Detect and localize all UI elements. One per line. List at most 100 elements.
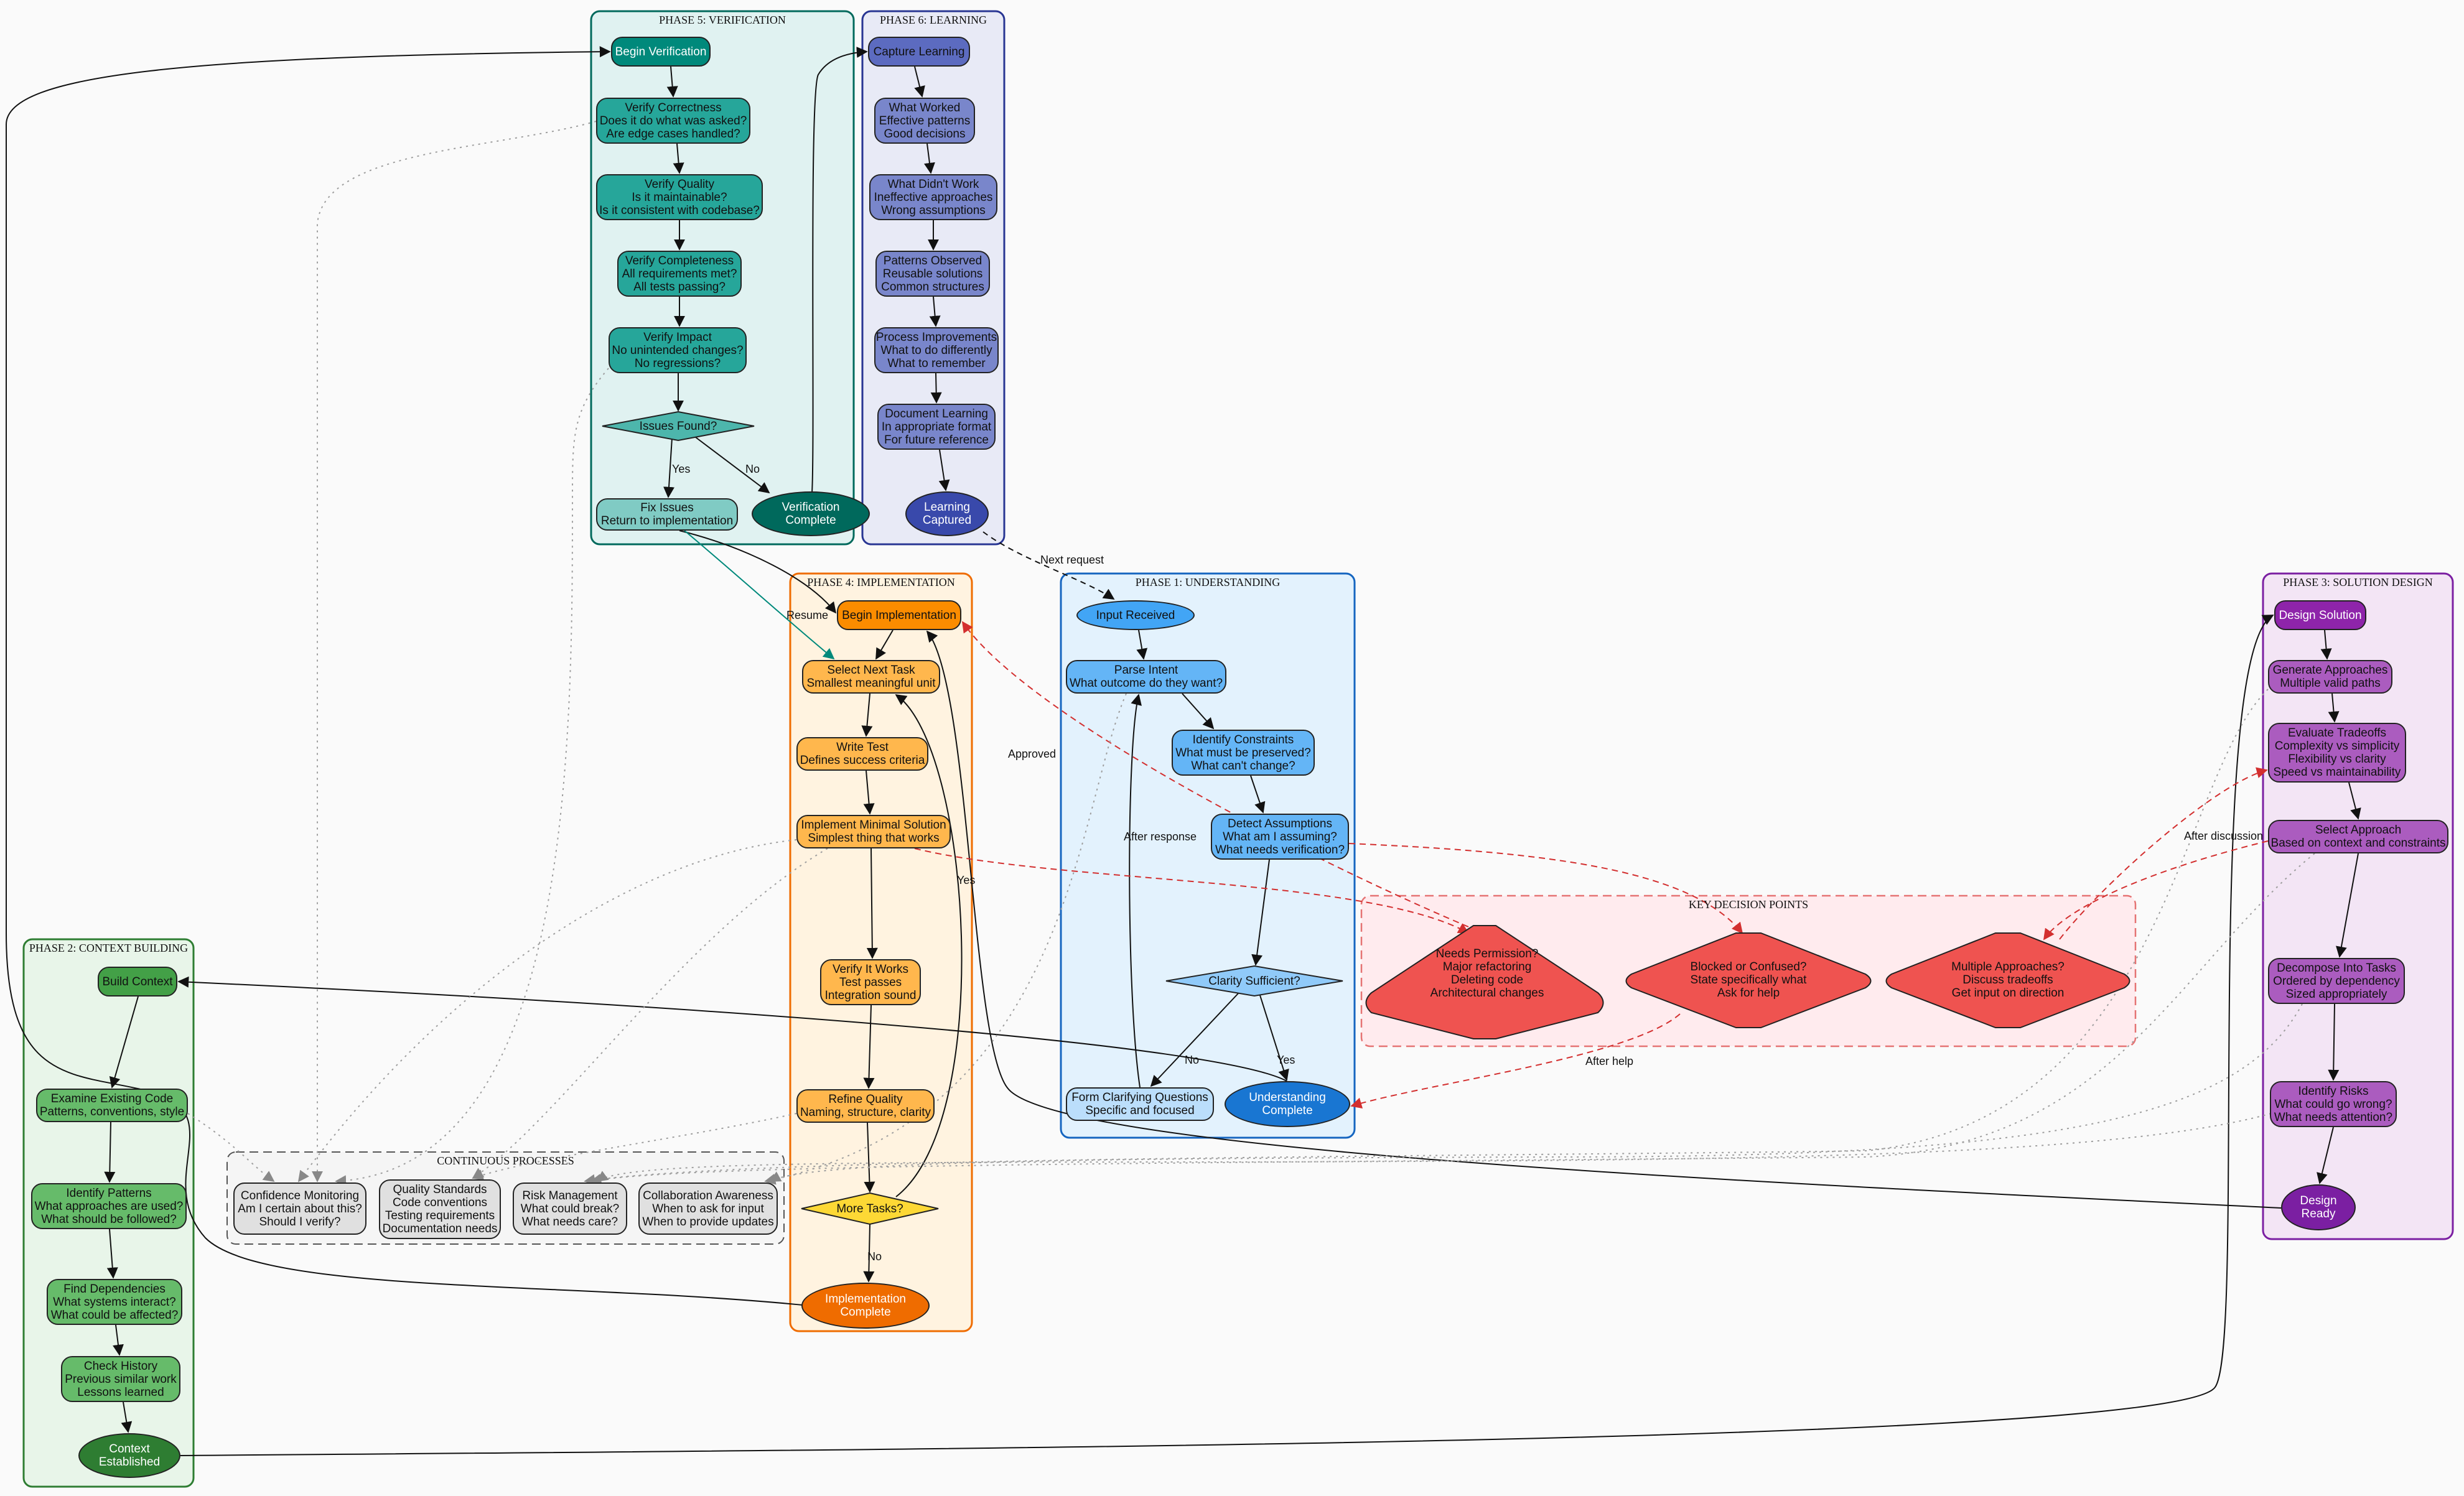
edge-select-to-write xyxy=(861,693,873,737)
what-didnt-work-node: What Didn't Work Ineffective approaches … xyxy=(869,174,997,220)
edge-established-to-design xyxy=(180,615,2274,1456)
edge-permission-approved xyxy=(961,621,1469,927)
edge-patterns-to-dependencies xyxy=(106,1229,118,1279)
identify-patterns-node: Identify Patterns What approaches are us… xyxy=(31,1183,187,1229)
edge-input-to-parse xyxy=(1136,630,1148,660)
refine-quality-node: Refine Quality Naming, structure, clarit… xyxy=(796,1089,935,1123)
detect-assumptions-node: Detect Assumptions What am I assuming? W… xyxy=(1211,814,1349,860)
edge-implement-to-verify xyxy=(866,848,878,959)
edge-more-yes xyxy=(895,694,963,1197)
edge-parse-to-constraints xyxy=(1182,693,1215,730)
edge-generate-to-risk xyxy=(584,689,2269,1186)
edge-generate-to-evaluate xyxy=(2328,693,2340,723)
clarity-sufficient-diamond xyxy=(1165,965,1343,997)
edge-build-to-examine xyxy=(109,996,139,1089)
understanding-complete-node: Understanding Complete xyxy=(1225,1081,1350,1127)
continuous-title: CONTINUOUS PROCESSES xyxy=(437,1155,574,1167)
document-learning-node: Document Learning In appropriate format … xyxy=(877,404,996,450)
decompose-tasks-node: Decompose Into Tasks Ordered by dependen… xyxy=(2268,958,2405,1004)
generate-approaches-node: Generate Approaches Multiple valid paths xyxy=(2268,660,2392,694)
identify-constraints-node: Identify Constraints What must be preser… xyxy=(1172,730,1315,776)
edge-begin-to-correctness xyxy=(666,66,678,98)
edge-label-yes-issues: Yes xyxy=(672,463,691,475)
phase6-title: PHASE 6: LEARNING xyxy=(879,14,987,26)
edge-implement-to-permission xyxy=(914,848,1470,934)
edge-worked-to-didnt xyxy=(924,143,935,174)
edge-label-next-request: Next request xyxy=(1040,554,1104,566)
edge-fix-to-implementation xyxy=(679,530,837,614)
edge-select-to-decompose xyxy=(2336,853,2359,958)
edge-issues-yes xyxy=(663,437,675,498)
process-improvements-node: Process Improvements What to do differen… xyxy=(874,327,999,373)
begin-implementation-node: Begin Implementation xyxy=(837,600,961,630)
edge-constraints-to-assumptions xyxy=(1250,775,1266,814)
issues-found-diamond xyxy=(602,411,755,442)
edge-examine-to-confidence xyxy=(187,1113,275,1182)
verify-quality-node: Verify Quality Is it maintainable? Is it… xyxy=(596,174,763,220)
needs-permission-label: Needs Permission? Major refactoring Dele… xyxy=(1430,947,1544,1000)
risk-management-node: Risk Management What could break? What n… xyxy=(513,1182,627,1235)
context-established-node: Context Established xyxy=(78,1433,180,1478)
issues-found-label: Issues Found? xyxy=(639,419,717,433)
decision-points-title: KEY DECISION POINTS xyxy=(1688,898,1809,911)
edge-label-resume: Resume xyxy=(786,609,829,621)
edge-write-to-implement xyxy=(863,770,875,815)
edge-history-to-established xyxy=(121,1401,133,1433)
verify-impact-node: Verify Impact No unintended changes? No … xyxy=(609,327,747,373)
edge-verify-to-refine xyxy=(863,1005,875,1089)
evaluate-tradeoffs-node: Evaluate Tradeoffs Complexity vs simplic… xyxy=(2268,723,2406,783)
edge-learning-next-request xyxy=(982,531,1115,600)
edge-decompose-to-risks xyxy=(2328,1003,2340,1081)
edge-examine-to-patterns xyxy=(104,1122,116,1183)
edge-fix-to-select-task xyxy=(684,530,835,660)
implementation-complete-node: Implementation Complete xyxy=(801,1283,930,1329)
blocked-confused-label: Blocked or Confused? State specifically … xyxy=(1690,960,1807,1000)
edge-design-to-generate xyxy=(2320,630,2332,660)
phase1-title: PHASE 1: UNDERSTANDING xyxy=(1135,576,1281,588)
edge-label-yes-more-tasks: Yes xyxy=(957,874,976,886)
edge-label-no-more-tasks: No xyxy=(867,1250,882,1263)
phase4-title: PHASE 4: IMPLEMENTATION xyxy=(807,576,955,588)
more-tasks-label: More Tasks? xyxy=(836,1202,903,1215)
identify-risks-node: Identify Risks What could go wrong? What… xyxy=(2270,1081,2397,1127)
input-received-node: Input Received xyxy=(1076,600,1195,630)
verify-correctness-node: Verify Correctness Does it do what was a… xyxy=(596,98,750,144)
begin-verification-node: Begin Verification xyxy=(611,37,711,67)
select-approach-node: Select Approach Based on context and con… xyxy=(2268,820,2448,853)
phase2-title: PHASE 2: CONTEXT BUILDING xyxy=(29,942,189,954)
edge-refine-to-more xyxy=(864,1122,875,1193)
find-dependencies-node: Find Dependencies What systems interact?… xyxy=(47,1279,182,1325)
edge-assumptions-to-blocked xyxy=(1348,843,1743,934)
edge-assumptions-to-clarity xyxy=(1251,859,1270,966)
edge-dependencies-to-history xyxy=(113,1324,124,1356)
edge-label-approved: Approved xyxy=(1008,748,1057,760)
edge-implement-to-confidence xyxy=(297,839,797,1182)
confidence-monitoring-node: Confidence Monitoring Am I certain about… xyxy=(233,1182,366,1235)
select-next-task-node: Select Next Task Smallest meaningful uni… xyxy=(802,660,940,694)
learning-captured-node: Learning Captured xyxy=(905,491,989,536)
multiple-approaches-label: Multiple Approaches? Discuss tradeoffs G… xyxy=(1951,960,2065,1000)
more-tasks-diamond xyxy=(801,1192,939,1225)
edge-risks-to-ready xyxy=(2317,1127,2334,1184)
edge-begin-to-select xyxy=(875,630,894,660)
edge-document-to-captured xyxy=(938,449,950,491)
examine-code-node: Examine Existing Code Patterns, conventi… xyxy=(36,1089,188,1122)
edge-clarity-no xyxy=(1150,993,1239,1087)
edge-risks-to-risk xyxy=(596,1113,2272,1182)
edge-parse-to-collab xyxy=(764,693,1127,1185)
fix-issues-node: Fix Issues Return to implementation xyxy=(596,498,738,531)
patterns-observed-node: Patterns Observed Reusable solutions Com… xyxy=(875,251,990,297)
edge-multiple-after-discussion xyxy=(2059,767,2268,940)
check-history-node: Check History Previous similar work Less… xyxy=(61,1356,180,1402)
edge-label-after-response: After response xyxy=(1124,830,1197,843)
edge-correctness-to-confidence xyxy=(312,121,597,1182)
edge-implement-to-quality xyxy=(472,848,828,1179)
edge-verification-to-learning xyxy=(811,47,868,493)
design-ready-node: Design Ready xyxy=(2281,1184,2356,1230)
phase3-title: PHASE 3: SOLUTION DESIGN xyxy=(2283,576,2433,588)
edge-impact-to-confidence xyxy=(335,368,609,1187)
blocked-confused-shape xyxy=(1625,932,1872,1028)
edge-label-no-clarity: No xyxy=(1185,1054,1200,1066)
verify-it-works-node: Verify It Works Test passes Integration … xyxy=(820,959,921,1005)
edge-correctness-to-quality xyxy=(673,143,684,174)
